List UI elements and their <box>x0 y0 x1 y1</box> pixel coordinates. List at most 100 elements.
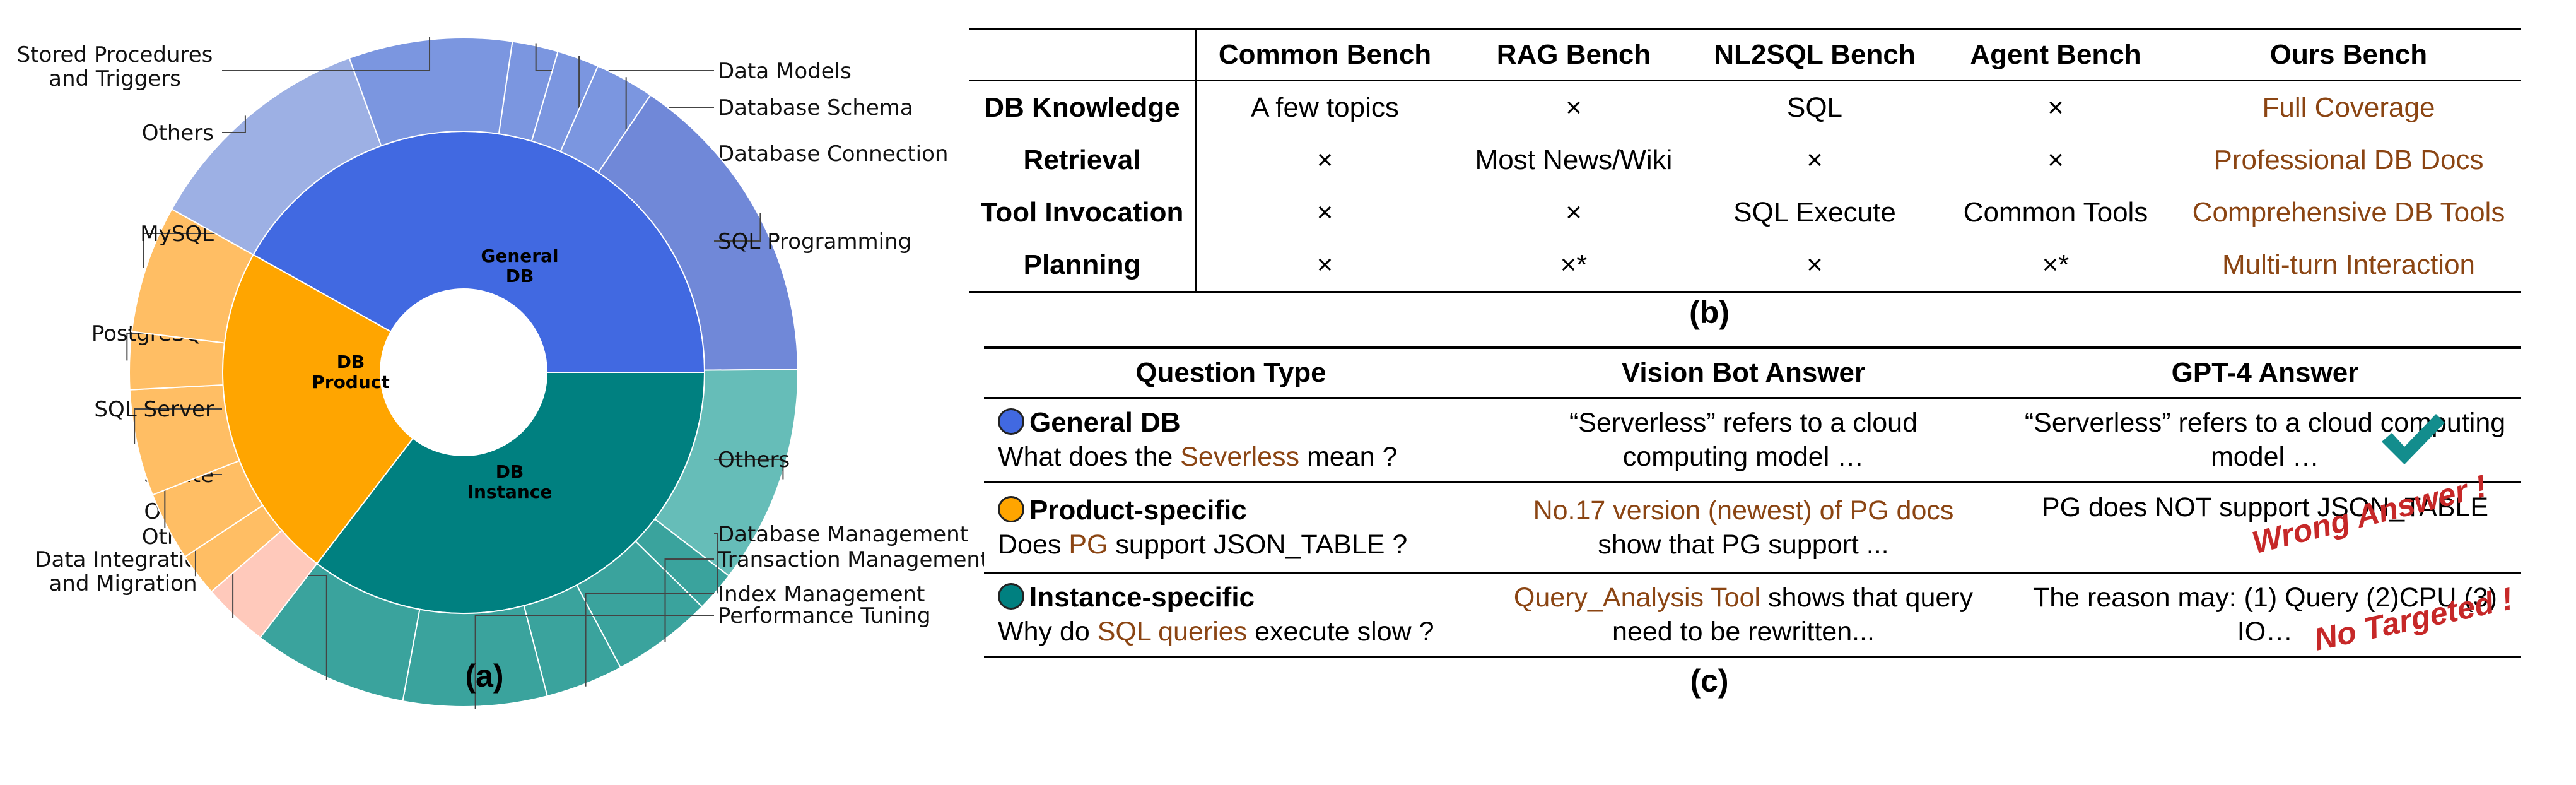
outer-segment-label: Index Management <box>718 582 925 607</box>
table-cell: × <box>1566 91 1582 123</box>
col-header-agent: Agent Bench <box>1935 29 2176 81</box>
table-cell: × <box>1316 196 1333 228</box>
answer-text: need to be rewritten... <box>1612 617 1875 647</box>
outer-segment-label: Transaction Management <box>717 547 984 572</box>
question-cell: Product-specific Does PG support JSON_TA… <box>984 481 1478 574</box>
table-cell: Most News/Wiki <box>1475 144 1673 175</box>
leader-line <box>143 233 222 268</box>
outer-segment-label: Others <box>142 121 214 146</box>
question-highlight: SQL queries <box>1097 617 1248 647</box>
caption-c: (c) <box>1690 663 1729 699</box>
table-row: Tool Invocation × × SQL Execute Common T… <box>969 186 2521 239</box>
vision-answer-cell: “Serverless” refers to a cloud computing… <box>1478 398 2009 483</box>
table-b-corner <box>969 29 1197 81</box>
table-cell-highlight: Comprehensive DB Tools <box>2192 196 2505 228</box>
leader-line <box>714 533 719 594</box>
outer-segment-label: Database Schema <box>718 95 913 121</box>
answer-text: The reason may: (1) Query (2)CPU (3) <box>2033 582 2497 613</box>
checkmark-icon <box>2382 414 2445 464</box>
row-label: Retrieval <box>969 134 1197 186</box>
table-cell: × <box>2047 91 2064 123</box>
leader-line <box>578 56 714 108</box>
table-cell: × <box>1806 249 1823 280</box>
table-c-header-row: Question Type Vision Bot Answer GPT-4 An… <box>984 348 2521 399</box>
table-cell-highlight: Professional DB Docs <box>2213 144 2484 175</box>
question-text: execute slow ? <box>1247 617 1434 647</box>
answer-text: shows that query <box>1760 582 1974 613</box>
table-cell-highlight: Multi-turn Interaction <box>2222 249 2476 280</box>
outer-segment-label: Database Connection <box>718 141 948 167</box>
instance-dot-icon <box>998 583 1024 610</box>
answer-text: show that PG support ... <box>1598 529 1889 560</box>
col-header-question-type: Question Type <box>984 348 1478 399</box>
answer-text: model … <box>2210 442 2320 472</box>
question-text: Why do <box>998 617 1098 647</box>
leader-line <box>474 615 714 709</box>
question-cell: Instance-specific Why do SQL queries exe… <box>984 573 1478 658</box>
table-cell: × <box>1566 196 1582 228</box>
answer-text: IO… <box>2237 617 2293 647</box>
col-header-ours: Ours Bench <box>2176 29 2521 81</box>
table-cell: × <box>1316 249 1333 280</box>
table-cell: × <box>1806 144 1823 175</box>
gpt-answer-cell: The reason may: (1) Query (2)CPU (3) IO… <box>2009 573 2521 658</box>
leader-line <box>535 43 714 71</box>
outer-segment-label: SQL Programming <box>718 229 911 254</box>
leader-line <box>664 558 714 642</box>
col-header-rag: RAG Bench <box>1453 29 1694 81</box>
row-label: Tool Invocation <box>969 186 1197 239</box>
table-row: Planning × ×* × ×* Multi-turn Interactio… <box>969 239 2521 292</box>
table-cell: × <box>1316 144 1333 175</box>
row-label: DB Knowledge <box>969 80 1197 134</box>
benchmark-comparison-table: Common Bench RAG Bench NL2SQL Bench Agen… <box>969 28 2521 293</box>
col-header-vision-bot: Vision Bot Answer <box>1478 348 2009 399</box>
table-cell: ×* <box>2042 249 2070 280</box>
answer-text: “Serverless” refers to a cloud <box>1569 408 1918 438</box>
leader-line <box>222 115 246 133</box>
leader-line <box>585 593 714 687</box>
table-row: Retrieval × Most News/Wiki × × Professio… <box>969 134 2521 186</box>
col-header-gpt4: GPT-4 Answer <box>2009 348 2521 399</box>
gpt-answer-cell: “Serverless” refers to a cloud computing… <box>2009 398 2521 483</box>
table-row: DB Knowledge A few topics × SQL × Full C… <box>969 80 2521 134</box>
answer-text: computing model … <box>1622 442 1865 472</box>
vision-answer-cell: Query_Analysis Tool shows that query nee… <box>1478 573 2009 658</box>
table-cell: A few topics <box>1251 91 1399 123</box>
table-cell-highlight: Full Coverage <box>2262 91 2435 123</box>
question-text: mean ? <box>1299 442 1398 472</box>
table-row: General DB What does the Severless mean … <box>984 398 2521 483</box>
question-highlight: Severless <box>1180 442 1300 472</box>
outer-segment-label: Data Models <box>718 59 852 84</box>
question-type-label: Instance-specific <box>1029 582 1255 613</box>
gpt-answer-cell: PG does NOT support JSON_TABLE <box>2009 481 2521 574</box>
question-cell: General DB What does the Severless mean … <box>984 398 1478 483</box>
leader-line <box>714 213 761 242</box>
leader-line <box>134 408 222 444</box>
leader-line <box>714 459 784 480</box>
table-cell: ×* <box>1560 249 1588 280</box>
table-row: Instance-specific Why do SQL queries exe… <box>984 573 2521 658</box>
leader-line <box>222 37 431 71</box>
answer-comparison-table: Question Type Vision Bot Answer GPT-4 An… <box>984 346 2521 658</box>
product-dot-icon <box>998 495 1024 522</box>
answer-highlight: Query_Analysis Tool <box>1513 582 1761 613</box>
question-type-label: Product-specific <box>1029 494 1247 526</box>
table-cell: SQL <box>1786 91 1843 123</box>
outer-segment-label: Performance Tuning <box>718 603 931 629</box>
answer-text: PG does NOT support JSON_TABLE <box>2041 492 2489 522</box>
answer-highlight: No.17 version (newest) of PG docs <box>1533 495 1954 526</box>
question-text: What does the <box>998 442 1181 472</box>
table-cell: SQL Execute <box>1733 196 1896 228</box>
outer-segment-label: Database Management <box>718 522 968 547</box>
question-type-label: General DB <box>1029 407 1181 438</box>
col-header-common: Common Bench <box>1195 29 1453 81</box>
caption-b: (b) <box>1689 295 1730 330</box>
table-b-header-row: Common Bench RAG Bench NL2SQL Bench Agen… <box>969 29 2521 81</box>
row-label: Planning <box>969 239 1197 292</box>
outer-segment-label: SQL Server <box>94 397 214 422</box>
